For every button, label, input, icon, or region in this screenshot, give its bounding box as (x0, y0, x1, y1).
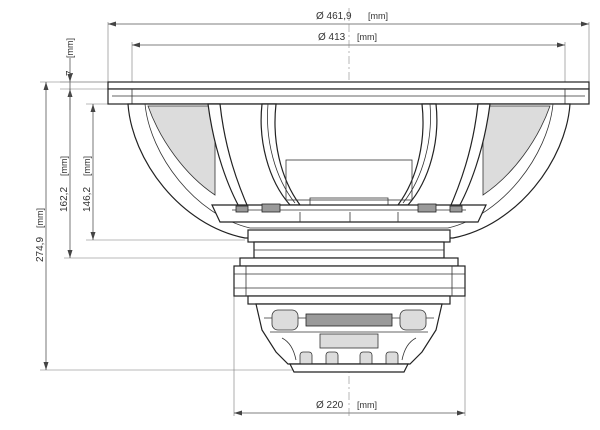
heatsink (255, 303, 443, 373)
mounting-depth-unit: [mm] (59, 156, 69, 176)
flange-thickness-unit: [mm] (65, 38, 75, 58)
flange-thickness-value: 7 (65, 70, 76, 76)
baffle-diameter-unit: [mm] (357, 32, 377, 42)
basket-neck (247, 229, 451, 259)
basket (127, 103, 571, 239)
basket-depth-value: 146,2 (82, 187, 93, 212)
magnet-assembly (233, 257, 466, 305)
speaker-drawing (107, 81, 590, 373)
mounting-depth-dimension: 162,2 [mm] (59, 89, 255, 259)
total-depth-value: 274,9 (35, 237, 46, 262)
overall-diameter-dimension: Ø 461,9 [mm] (107, 11, 590, 82)
baffle-diameter-value: Ø 413 (318, 32, 346, 43)
baffle-diameter-dimension: Ø 413 [mm] (131, 32, 566, 82)
magnet-diameter-unit: [mm] (357, 400, 377, 410)
basket-depth-unit: [mm] (82, 156, 92, 176)
overall-diameter-value: Ø 461,9 (316, 11, 352, 22)
flange-thickness-dimension: 7 [mm] (60, 38, 108, 110)
magnet-diameter-value: Ø 220 (316, 400, 344, 411)
total-depth-dimension: 274,9 [mm] (35, 81, 300, 371)
mounting-flange (107, 81, 590, 105)
mounting-depth-value: 162,2 (59, 187, 70, 212)
magnet-diameter-dimension: Ø 220 [mm] (233, 296, 466, 416)
total-depth-unit: [mm] (35, 208, 45, 228)
overall-diameter-unit: [mm] (368, 11, 388, 21)
basket-depth-dimension: 146,2 [mm] (82, 103, 245, 241)
